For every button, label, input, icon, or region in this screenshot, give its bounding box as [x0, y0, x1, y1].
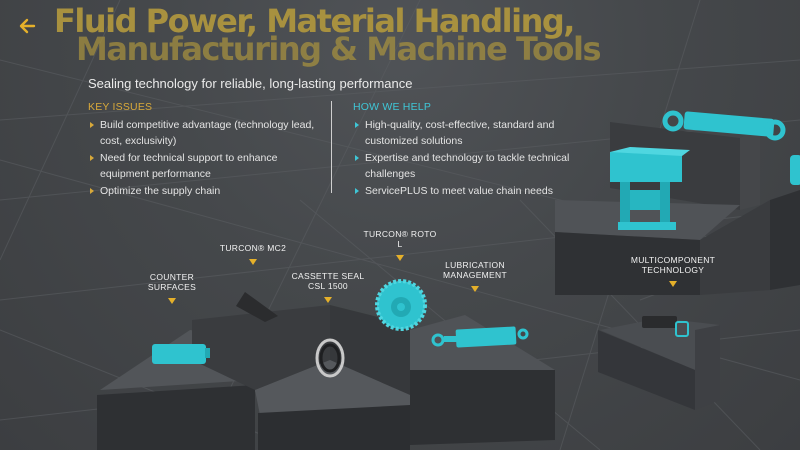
hydraulic-cylinder-top[interactable] — [662, 110, 800, 185]
lubrication-management-product[interactable] — [431, 326, 529, 348]
marker-triangle-icon — [471, 286, 479, 292]
how-we-help-heading: HOW WE HELP — [353, 101, 432, 113]
title-line-1: Fluid Power, Material Handling, — [54, 2, 575, 40]
key-issue-item: Optimize the supply chain — [88, 183, 323, 199]
marker-triangle-icon — [249, 259, 257, 265]
hotspot-label: COUNTER — [149, 272, 195, 282]
arrow-left-icon — [19, 18, 36, 34]
hotspot-label: LUBRICATION — [445, 260, 505, 270]
how-we-help-item: Expertise and technology to tackle techn… — [353, 150, 578, 182]
hotspot-turcon-roto-l[interactable]: TURCON® ROTO L — [360, 229, 440, 261]
back-button[interactable] — [14, 12, 42, 40]
hotspot-label: CSL 1500 — [308, 281, 348, 291]
cassette-seal-product[interactable] — [315, 338, 345, 378]
key-issues-heading: KEY ISSUES — [88, 101, 153, 113]
pedestal-center — [192, 305, 555, 450]
how-we-help-item: ServicePLUS to meet value chain needs — [353, 183, 578, 199]
page-title: Fluid Power, Material Handling, Manufact… — [54, 2, 602, 68]
how-we-help-item: High-quality, cost-effective, standard a… — [353, 117, 578, 149]
turcon-roto-l-product[interactable] — [375, 279, 427, 331]
hotspot-label: TECHNOLOGY — [641, 265, 705, 275]
multicomponent-product[interactable] — [610, 147, 690, 230]
counter-surfaces-product[interactable] — [152, 344, 210, 364]
key-issues-section: KEY ISSUES Build competitive advantage (… — [88, 101, 323, 200]
column-divider — [331, 101, 332, 193]
key-issue-item: Build competitive advantage (technology … — [88, 117, 323, 149]
hotspot-cassette-seal[interactable]: CASSETTE SEAL CSL 1500 — [288, 271, 368, 303]
marker-triangle-icon — [669, 281, 677, 287]
page-subtitle: Sealing technology for reliable, long-la… — [88, 76, 413, 91]
hotspot-label: MANAGEMENT — [443, 270, 507, 280]
title-line-2: Manufacturing & Machine Tools — [76, 30, 602, 68]
hotspot-label: CASSETTE SEAL — [291, 271, 365, 281]
turcon-mc2-product[interactable] — [236, 292, 278, 322]
key-issue-item: Need for technical support to enhance eq… — [88, 150, 323, 182]
hotspot-label: MULTICOMPONENT — [630, 255, 716, 265]
marker-triangle-icon — [396, 255, 404, 261]
connector-product[interactable] — [642, 316, 689, 337]
hotspot-counter-surfaces[interactable]: COUNTER SURFACES — [140, 272, 204, 304]
hotspot-turcon-mc2[interactable]: TURCON® MC2 — [215, 243, 291, 265]
how-we-help-section: HOW WE HELP High-quality, cost-effective… — [353, 101, 578, 200]
pedestal-small-right — [598, 318, 720, 410]
hotspot-lubrication-management[interactable]: LUBRICATION MANAGEMENT — [440, 260, 510, 292]
hotspot-label: TURCON® MC2 — [219, 243, 287, 253]
marker-triangle-icon — [324, 297, 332, 303]
hotspot-label: SURFACES — [147, 282, 197, 292]
hotspot-multicomponent-technology[interactable]: MULTICOMPONENT TECHNOLOGY — [630, 255, 716, 287]
marker-triangle-icon — [168, 298, 176, 304]
hotspot-label: TURCON® ROTO L — [363, 229, 437, 249]
